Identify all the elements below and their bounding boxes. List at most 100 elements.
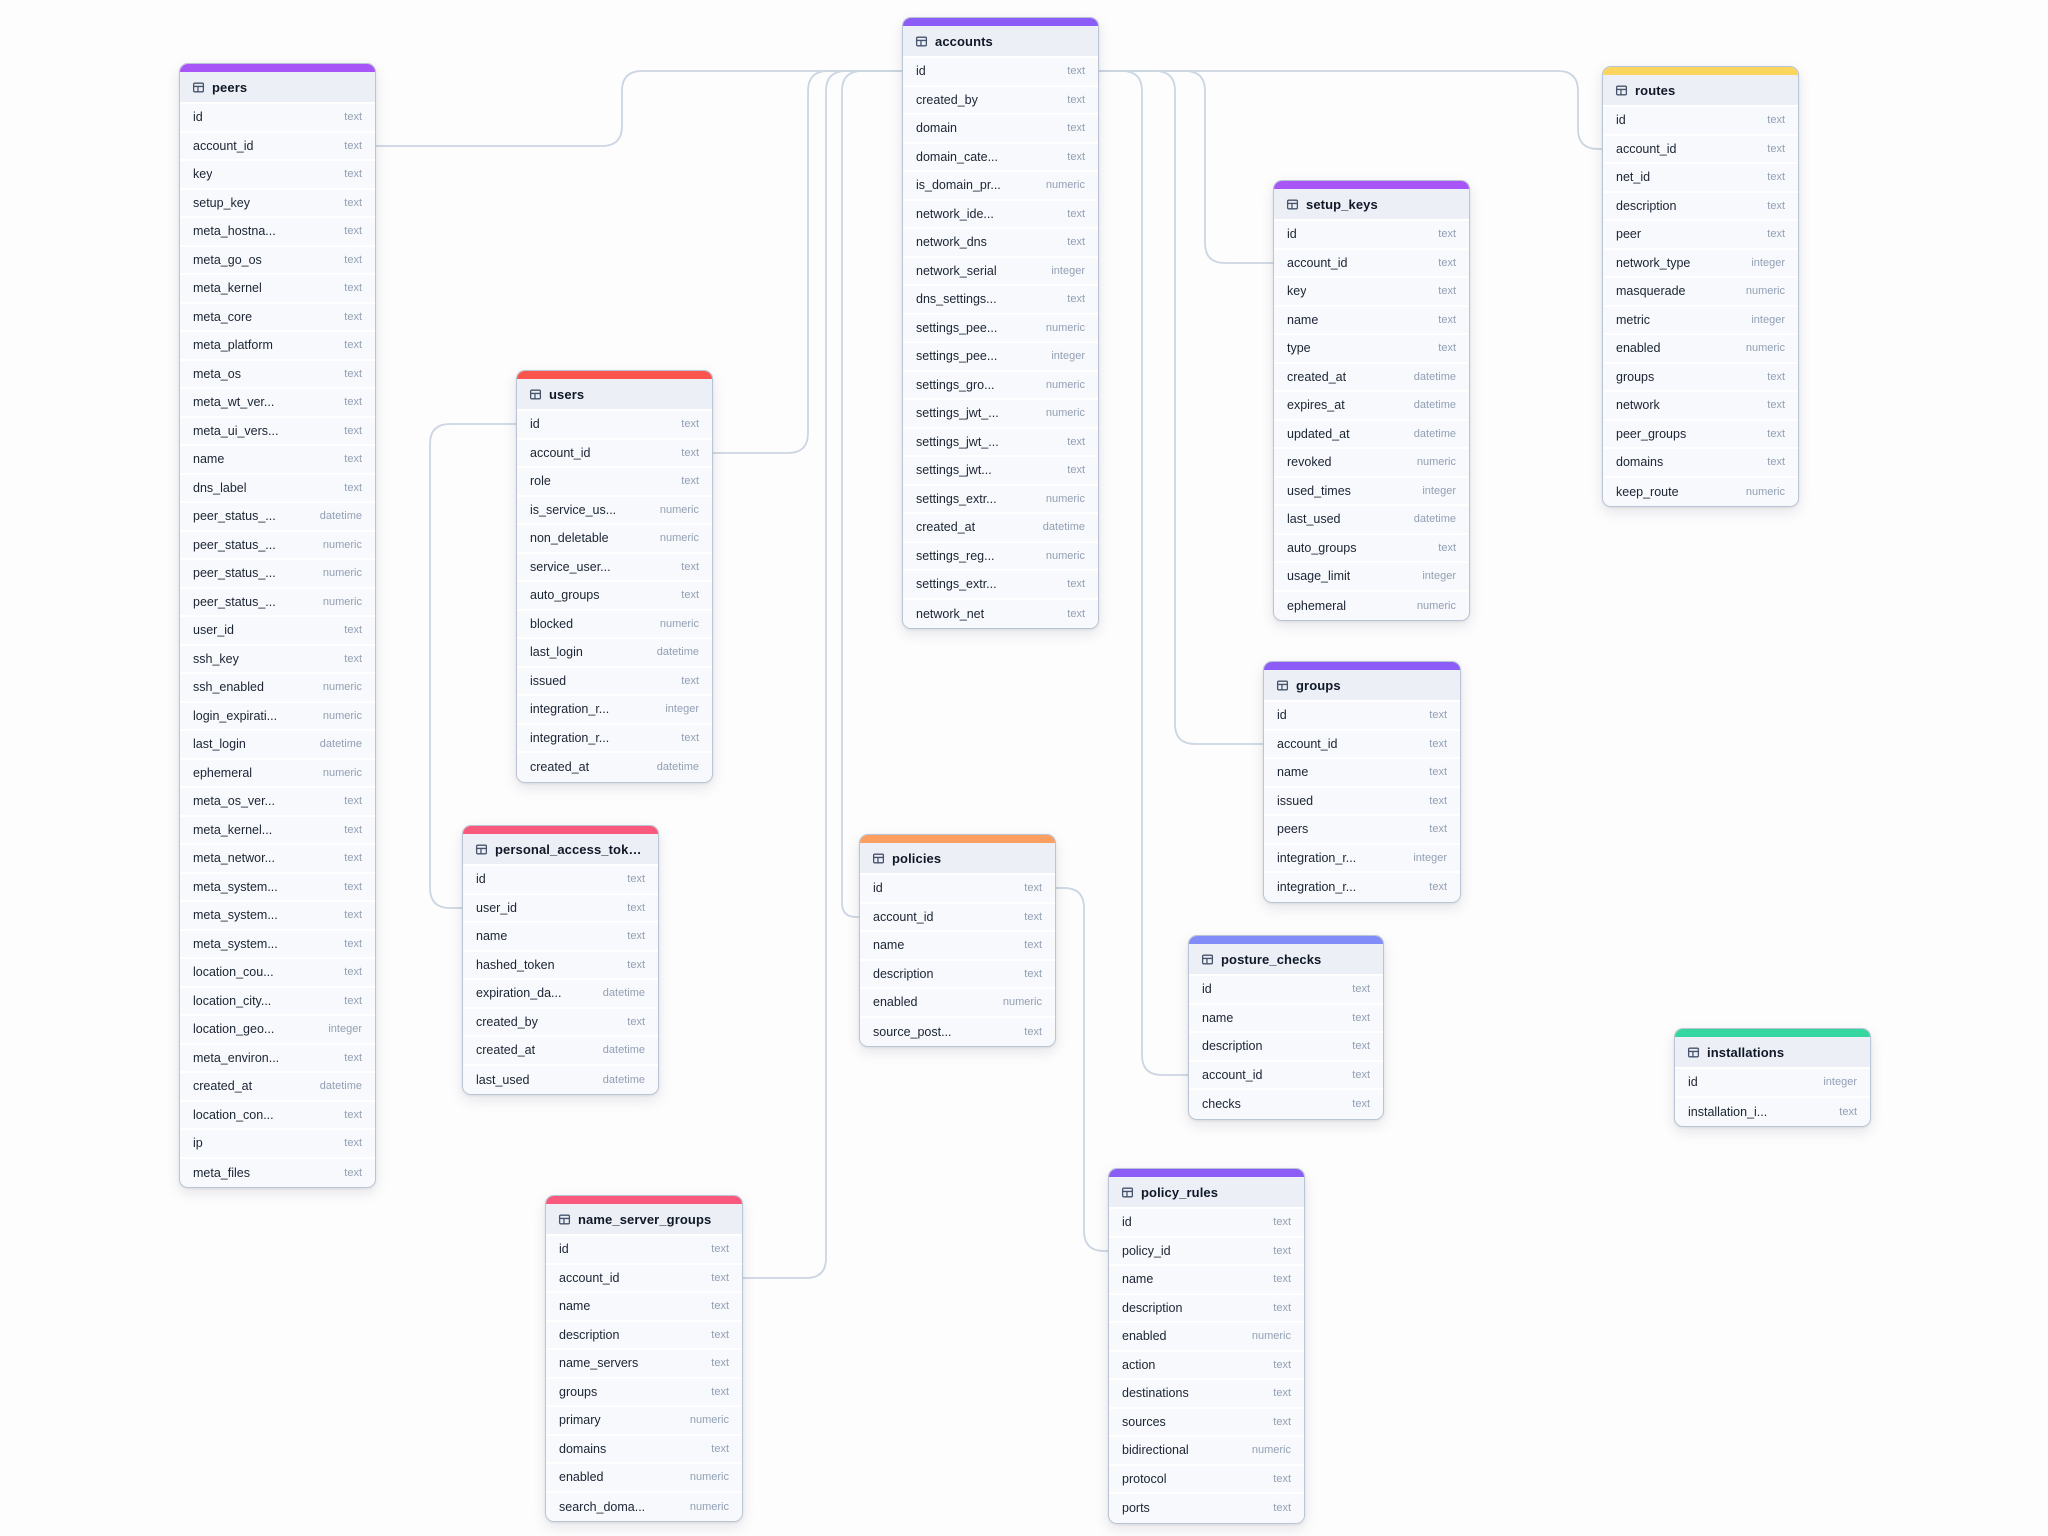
field-type: numeric (322, 709, 362, 722)
field-type: numeric (1045, 492, 1085, 505)
field-name: service_user... (530, 559, 611, 574)
table-accent-bar (860, 835, 1055, 843)
field-name: id (1688, 1075, 1698, 1090)
field-name: meta_os_ver... (193, 794, 275, 809)
field-name: name (1202, 1010, 1234, 1025)
relationship-connector-posture_checks.account_id-to-accounts.id (1097, 70, 1189, 1076)
field-name: location_con... (193, 1107, 274, 1122)
relationship-connector-name_server_groups.account_id-to-accounts.id (741, 70, 903, 1279)
field-type: text (344, 339, 362, 352)
field-type: datetime (1413, 513, 1456, 526)
field-name: enabled (873, 995, 918, 1010)
table-icon (1201, 953, 1214, 966)
field-name: hashed_token (476, 957, 555, 972)
table-header[interactable]: setup_keys (1274, 189, 1469, 221)
field-name: description (1122, 1300, 1183, 1315)
field-type: datetime (319, 738, 362, 751)
field-type: text (1067, 65, 1085, 78)
table-header[interactable]: accounts (903, 26, 1098, 58)
field-name: settings_extr... (916, 491, 997, 506)
table-icon (915, 35, 928, 48)
table-header[interactable]: name_server_groups (546, 1204, 742, 1236)
field-type: text (344, 253, 362, 266)
table-header[interactable]: groups (1264, 670, 1460, 702)
field-row: settings_extr... numeric (903, 485, 1098, 514)
field-type: text (1024, 882, 1042, 895)
field-name: network_net (916, 606, 985, 621)
field-name: settings_jwt... (916, 463, 992, 478)
field-name: meta_hostna... (193, 224, 276, 239)
field-type: numeric (1745, 285, 1785, 298)
field-name: domains (1616, 455, 1664, 470)
field-name: settings_jwt_... (916, 434, 999, 449)
relationship-connector-routes.account_id-to-accounts.id (1097, 70, 1603, 150)
table-header[interactable]: installations (1675, 1037, 1870, 1069)
field-name: network_ide... (916, 206, 994, 221)
field-type: text (681, 731, 699, 744)
field-type: text (1273, 1301, 1291, 1314)
table-header[interactable]: posture_checks (1189, 944, 1383, 976)
table-title: groups (1296, 677, 1341, 693)
table-header[interactable]: peers (180, 72, 375, 104)
field-type: numeric (659, 617, 699, 630)
table-header[interactable]: routes (1603, 75, 1798, 107)
field-row: settings_extr...text (903, 571, 1098, 600)
field-row: location_cou...text (180, 959, 375, 988)
table-header[interactable]: personal_access_tokens (463, 834, 658, 866)
field-name: settings_gro... (916, 377, 995, 392)
field-type: text (681, 418, 699, 431)
field-name: integration_r... (1277, 850, 1357, 865)
field-name: enabled (559, 1470, 604, 1485)
field-name: keep_route (1616, 484, 1679, 499)
field-name: account_id (873, 909, 934, 924)
field-name: meta_kernel (193, 281, 262, 296)
field-type: text (711, 1243, 729, 1256)
field-type: text (1438, 313, 1456, 326)
table-header[interactable]: policies (860, 843, 1055, 875)
field-type: datetime (1413, 370, 1456, 383)
field-type: numeric (322, 538, 362, 551)
field-type: text (1067, 93, 1085, 106)
field-type: text (1429, 737, 1447, 750)
field-type: integer (1413, 851, 1447, 864)
table-title: posture_checks (1221, 951, 1322, 967)
table-header[interactable]: users (517, 379, 712, 411)
field-name: meta_os (193, 366, 241, 381)
field-name: meta_kernel... (193, 822, 273, 837)
field-type: text (1352, 983, 1370, 996)
field-name: account_id (530, 445, 591, 460)
table-title: policies (892, 850, 942, 866)
table-header[interactable]: policy_rules (1109, 1177, 1304, 1209)
field-type: integer (665, 703, 699, 716)
field-name: key (193, 167, 213, 182)
